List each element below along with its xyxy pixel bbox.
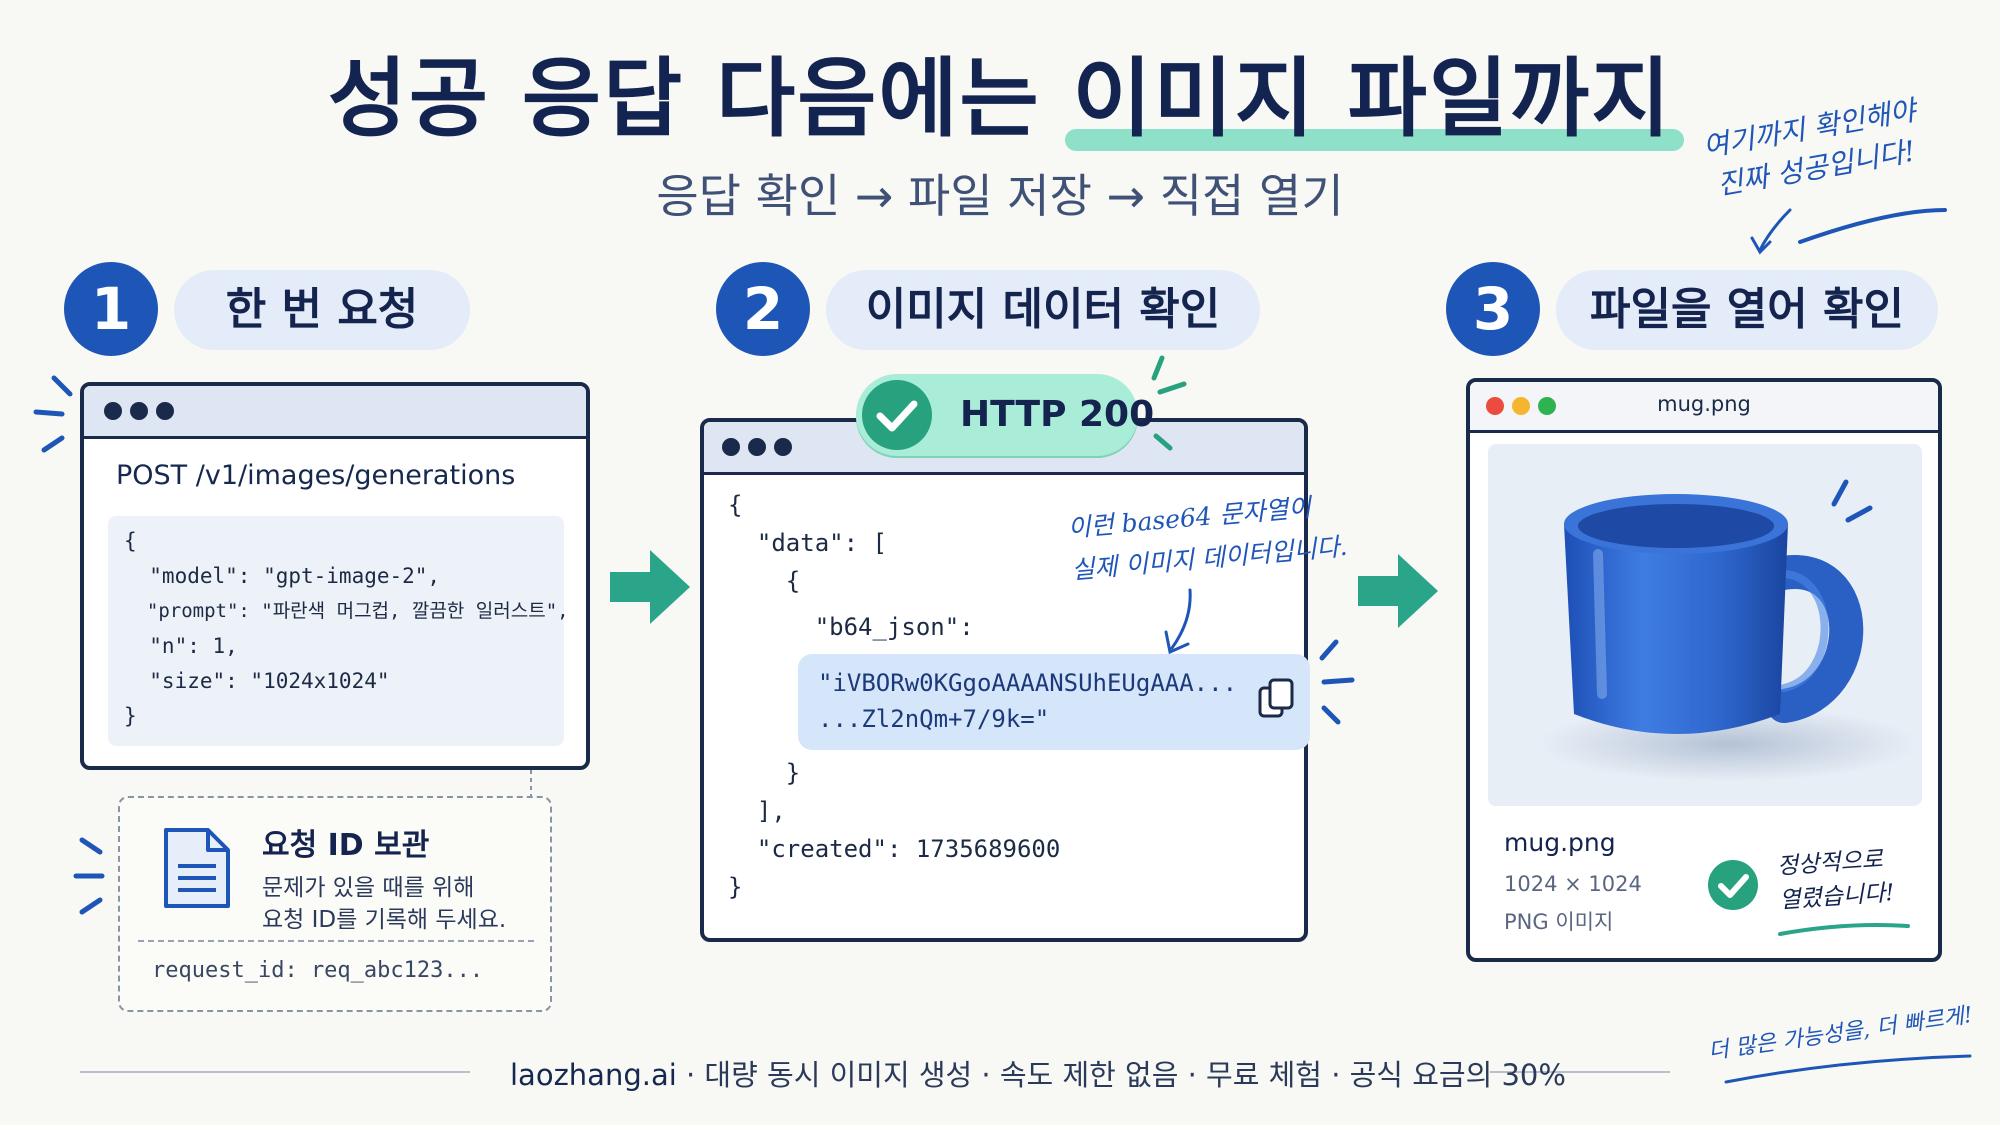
divider <box>138 940 534 942</box>
response-line: { <box>728 491 743 519</box>
title-highlight: 이미지 파일까지 <box>1064 28 1685 153</box>
flow-arrow-icon <box>610 550 690 624</box>
side-note-arrow-icon <box>1750 208 1947 255</box>
request-window: POST /v1/images/generations { "model": "… <box>80 382 590 770</box>
check-circle-icon <box>1708 860 1758 910</box>
request-body-line: { <box>124 529 137 553</box>
request-body-line: "size": "1024x1024" <box>124 669 390 693</box>
footer: laozhang.ai · 대량 동시 이미지 생성 · 속도 제한 없음 · … <box>510 1052 1566 1094</box>
http-status-text: HTTP 200 <box>960 394 1155 435</box>
file-name: mug.png <box>1504 828 1616 857</box>
footer-rule-left <box>80 1071 470 1073</box>
b64-line2: ...Zl2nQm+7/9k=" <box>818 705 1050 733</box>
maximize-dot[interactable] <box>1538 397 1556 415</box>
window-dot <box>104 402 122 420</box>
http-status-badge: HTTP 200 <box>856 374 1154 456</box>
document-icon <box>164 828 230 908</box>
request-body-line: "n": 1, <box>124 634 238 658</box>
response-line: } <box>728 873 743 901</box>
response-json-bottom: } ], "created": 1735689600 } <box>728 754 1060 906</box>
open-success-line2: 열렸습니다! <box>1778 879 1896 914</box>
sparkle-icon <box>33 375 73 453</box>
page-subtitle: 응답 확인 → 파일 저장 → 직접 열기 <box>656 169 1344 223</box>
request-endpoint: POST /v1/images/generations <box>116 460 516 491</box>
response-line: "b64_json": <box>728 613 974 641</box>
underline-stroke <box>1778 923 1910 936</box>
copy-icon[interactable] <box>1256 678 1296 722</box>
footer-rule-right <box>1490 1071 1670 1073</box>
window-dot <box>130 402 148 420</box>
request-id-desc-line2: 요청 ID를 기록해 두세요. <box>262 907 507 933</box>
b64-line1: "iVBORw0KGgoAAAANSUhEUgAAA... <box>818 669 1238 697</box>
request-body-line: "model": "gpt-image-2", <box>124 564 441 588</box>
file-type: PNG 이미지 <box>1504 910 1614 934</box>
footer-note-underline <box>1724 1054 1972 1084</box>
sparkle-icon <box>1151 355 1187 451</box>
file-window: mug.png <box>1466 378 1942 962</box>
request-body-line: "prompt": "파란색 머그컵, 깔끔한 일러스트", <box>124 600 569 622</box>
response-line: } <box>728 759 801 787</box>
file-dimensions: 1024 × 1024 <box>1504 872 1642 896</box>
step-3-label: 파일을 열어 확인 <box>1556 270 1938 350</box>
annotation-arrow-icon <box>1164 588 1192 655</box>
response-line: ], <box>728 797 786 825</box>
response-json-top: { "data": [ { "b64_json": <box>728 486 974 646</box>
response-line: "data": [ <box>728 529 887 557</box>
image-preview <box>1488 444 1922 806</box>
request-window-titlebar <box>84 386 586 439</box>
step-2-label: 이미지 데이터 확인 <box>826 270 1260 350</box>
step-2-number: 2 <box>716 262 810 356</box>
blue-mug-image <box>1538 494 1918 782</box>
check-circle-icon <box>862 380 932 450</box>
step-1-label: 한 번 요청 <box>174 270 470 350</box>
request-id-value: request_id: req_abc123... <box>152 958 484 983</box>
window-dot <box>156 402 174 420</box>
request-body: { "model": "gpt-image-2", "prompt": "파란색… <box>108 516 569 746</box>
footer-brand[interactable]: laozhang.ai <box>510 1058 677 1092</box>
page-title: 성공 응답 다음에는 이미지 파일까지 <box>0 28 2000 153</box>
request-id-card: 요청 ID 보관 문제가 있을 때를 위해 요청 ID를 기록해 두세요. re… <box>118 796 552 1012</box>
window-dot <box>722 438 740 456</box>
window-dot <box>774 438 792 456</box>
request-id-desc-line1: 문제가 있을 때를 위해 <box>262 875 475 901</box>
connector-line <box>530 770 532 800</box>
close-dot[interactable] <box>1486 397 1504 415</box>
b64-value-box: "iVBORw0KGgoAAAANSUhEUgAAA... ...Zl2nQm+… <box>798 654 1310 750</box>
title-part1: 성공 응답 다음에는 <box>327 49 1073 149</box>
flow-arrow-icon <box>1358 554 1438 628</box>
request-id-title: 요청 ID 보관 <box>262 828 430 863</box>
footer-text: · 대량 동시 이미지 생성 · 속도 제한 없음 · 무료 체험 · 공식 요… <box>676 1058 1566 1092</box>
open-success-text: 정상적으로 열렸습니다! <box>1776 842 1896 918</box>
step-3-number: 3 <box>1446 262 1540 356</box>
sparkle-icon <box>1831 479 1873 523</box>
minimize-dot[interactable] <box>1512 397 1530 415</box>
step-1-number: 1 <box>64 262 158 356</box>
response-line: "created": 1735689600 <box>728 835 1061 863</box>
request-body-line: } <box>124 704 137 728</box>
window-dot <box>748 438 766 456</box>
sparkle-icon <box>1319 639 1355 725</box>
file-window-title: mug.png <box>1657 392 1751 416</box>
file-window-titlebar: mug.png <box>1470 382 1938 433</box>
response-line: { <box>728 567 801 595</box>
sparkle-icon <box>73 837 105 915</box>
